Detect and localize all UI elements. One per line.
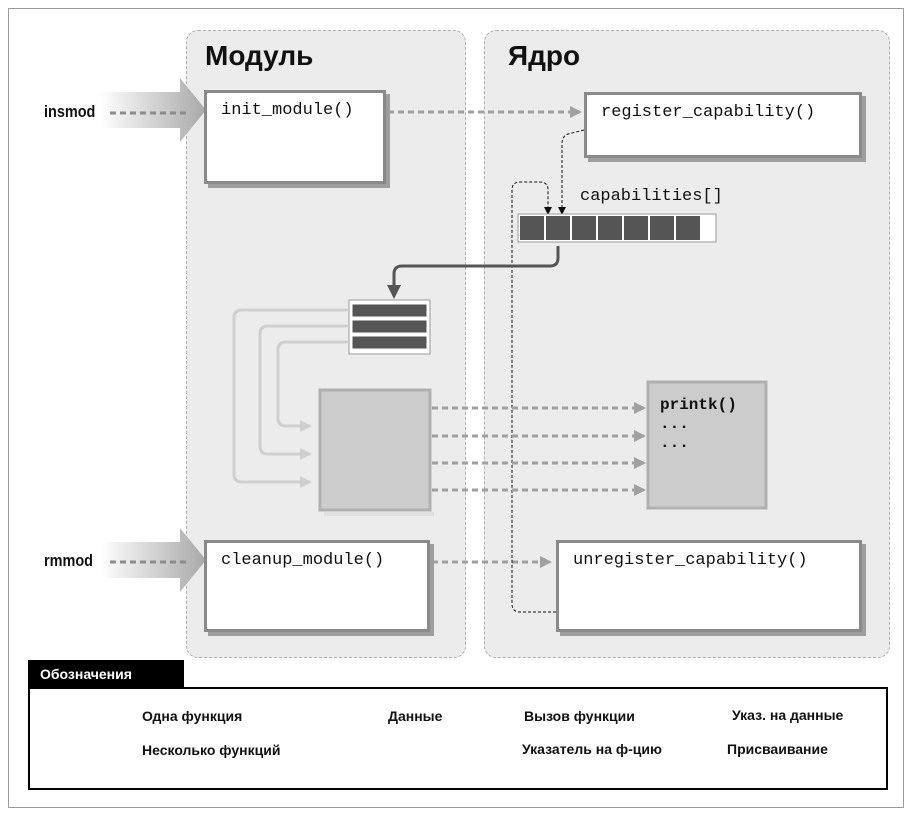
unregister-capability-box: unregister_capability() bbox=[556, 540, 862, 632]
printk-lines: printk() ... ... bbox=[660, 396, 737, 453]
capabilities-array bbox=[517, 213, 717, 243]
register-capability-box: register_capability() bbox=[584, 92, 862, 158]
func-pointer-arrow-2 bbox=[258, 324, 349, 460]
diagram-frame bbox=[8, 8, 904, 808]
legend-box bbox=[28, 687, 888, 790]
assign-arrow-register bbox=[558, 129, 585, 215]
capabilities-label: capabilities[] bbox=[580, 187, 723, 206]
unregister-capability-label: unregister_capability() bbox=[573, 551, 808, 570]
func-pointer-arrow-1 bbox=[232, 308, 349, 488]
capability-cell bbox=[572, 216, 596, 240]
kernel-functions-box bbox=[646, 380, 768, 510]
legend-title: Обозначения bbox=[28, 660, 184, 688]
kernel-title: Ядро bbox=[508, 40, 581, 71]
capability-cell bbox=[598, 216, 622, 240]
capability-cell bbox=[624, 216, 648, 240]
legend-one-function-label: Одна функция bbox=[142, 708, 243, 724]
legend-several-functions-label: Несколько функций bbox=[142, 742, 281, 758]
legend-func-pointer-label: Указатель на ф-цию bbox=[522, 741, 662, 757]
printk-line-1: printk() bbox=[660, 396, 737, 414]
legend-data-pointer-label: Указ. на данные bbox=[732, 707, 844, 723]
module-functions-box bbox=[318, 388, 432, 512]
legend-data-label: Данные bbox=[388, 708, 443, 724]
rmmod-label: rmmod bbox=[44, 551, 93, 570]
init-module-box: init_module() bbox=[204, 90, 386, 184]
printk-line-3: ... bbox=[660, 434, 689, 452]
rmmod-entry-arrow bbox=[100, 528, 206, 592]
capability-cell bbox=[520, 216, 544, 240]
capability-cell bbox=[650, 216, 674, 240]
cleanup-module-box: cleanup_module() bbox=[204, 540, 430, 632]
module-title: Модуль bbox=[205, 40, 314, 71]
insmod-entry-arrow bbox=[100, 78, 206, 142]
legend-assignment-label: Присваивание bbox=[727, 741, 828, 757]
printk-line-2: ... bbox=[660, 415, 689, 433]
func-pointer-arrow-3 bbox=[276, 340, 349, 432]
cleanup-module-label: cleanup_module() bbox=[221, 551, 385, 570]
init-module-label: init_module() bbox=[221, 101, 354, 120]
data-pointer-arrow bbox=[387, 246, 560, 299]
insmod-label: insmod bbox=[44, 102, 96, 121]
fops-table bbox=[348, 299, 431, 355]
assign-arrow-unregister bbox=[511, 181, 556, 613]
legend-call-label: Вызов функции bbox=[524, 708, 635, 724]
capability-cell bbox=[546, 216, 570, 240]
capability-cell bbox=[676, 216, 700, 240]
register-capability-label: register_capability() bbox=[601, 103, 816, 122]
